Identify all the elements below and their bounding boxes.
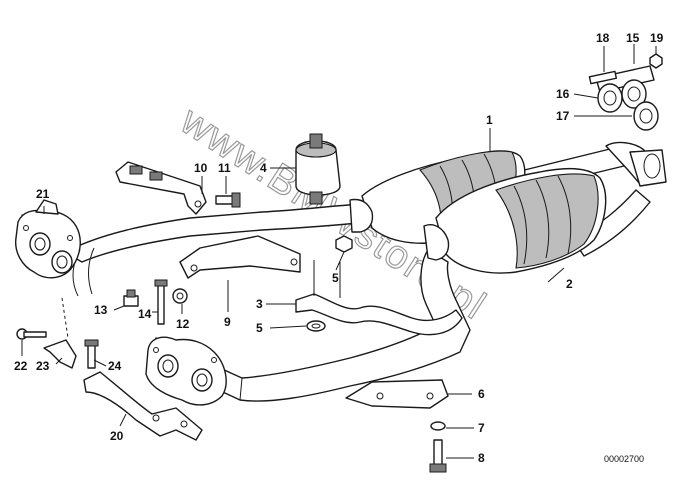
callout-20: 20 (110, 429, 124, 443)
callout-15: 15 (626, 31, 640, 45)
bolt-8 (429, 439, 447, 473)
callout-5-lower: 5 (256, 321, 263, 335)
flange-set (588, 53, 663, 131)
callout-16: 16 (556, 87, 570, 101)
callout-2: 2 (566, 277, 573, 291)
callout-17: 17 (556, 109, 570, 123)
callout-5-upper: 5 (332, 271, 339, 285)
assembly-link (61, 297, 69, 339)
callout-6: 6 (478, 387, 485, 401)
callout-7: 7 (478, 421, 485, 435)
bolt-24 (84, 339, 99, 369)
left-support-bracket (83, 371, 203, 441)
rubber-mount (295, 133, 341, 205)
nut-5-lower (306, 320, 326, 332)
callout-19: 19 (650, 31, 664, 45)
hardware-13-14-12 (123, 279, 188, 325)
lower-bracket (345, 379, 449, 409)
pipe-bracket (179, 235, 301, 279)
callout-22: 22 (14, 359, 28, 373)
callout-11: 11 (218, 161, 231, 175)
lower-front-pipe (149, 249, 471, 402)
washer-7 (430, 421, 446, 431)
clamp-23 (43, 339, 77, 369)
diagram-reference-number: 00002700 (604, 454, 644, 464)
left-manifold-flange (15, 199, 81, 279)
callout-12: 12 (176, 317, 190, 331)
right-manifold-flange (145, 336, 227, 406)
callout-9: 9 (224, 315, 231, 329)
callout-10: 10 (194, 161, 208, 175)
callout-8: 8 (478, 451, 485, 465)
callout-labels: 1 2 3 4 5 5 6 7 8 9 10 11 12 13 14 15 16… (14, 31, 664, 465)
heat-shield (295, 260, 463, 336)
upper-bracket (115, 161, 207, 215)
bolt-22 (16, 328, 47, 340)
callout-4: 4 (260, 161, 267, 175)
callout-24: 24 (108, 359, 122, 373)
callout-23: 23 (36, 359, 50, 373)
callout-21: 21 (36, 187, 50, 201)
callout-14: 14 (138, 307, 152, 321)
leader-lines (21, 44, 657, 459)
callout-3: 3 (256, 297, 263, 311)
callout-13: 13 (94, 303, 108, 317)
callout-18: 18 (596, 31, 610, 45)
nut-5-upper (335, 235, 353, 253)
bolt-11 (215, 192, 241, 208)
callout-1: 1 (486, 113, 493, 127)
catalytic-converter-lower (423, 167, 607, 274)
